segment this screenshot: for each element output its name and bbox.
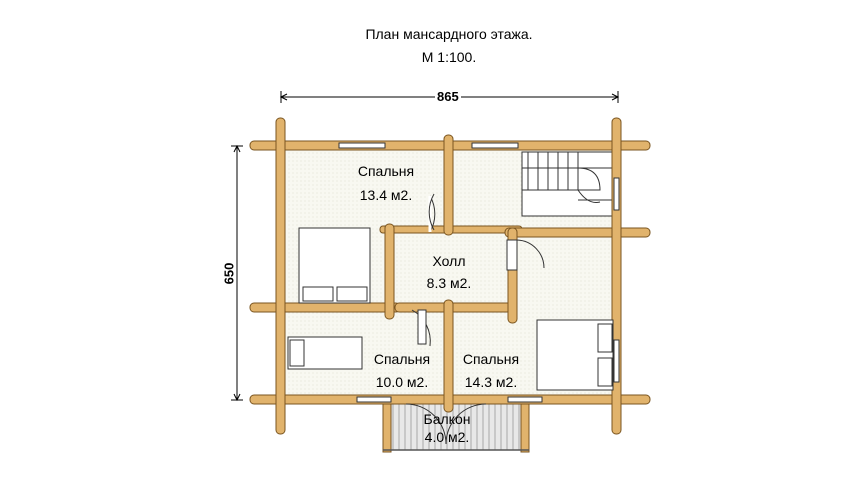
room-name: Спальня <box>357 163 415 179</box>
room-area: 14.3 м2. <box>464 374 518 390</box>
bed-bedroom-2 <box>287 336 363 370</box>
room-name: Спальня <box>462 351 520 367</box>
room-name: Балкон <box>423 411 471 427</box>
bed-bedroom-1 <box>298 227 371 304</box>
room-label-balcony: Балкон 4.0 м2. <box>424 411 471 445</box>
dimension-height: 650 <box>221 260 237 287</box>
bed-bedroom-3 <box>536 319 614 391</box>
balcony <box>382 401 530 453</box>
room-name: Холл <box>432 253 466 269</box>
door-swings <box>405 193 545 445</box>
room-name: Спальня <box>373 351 431 367</box>
room-label-bedroom-1: Спальня 13.4 м2. <box>358 162 414 204</box>
room-area: 4.0 м2. <box>424 429 470 445</box>
room-area: 8.3 м2. <box>426 275 472 291</box>
plan-scale: М 1:100. <box>421 49 477 65</box>
room-area: 13.4 м2. <box>359 187 413 203</box>
windows <box>338 142 620 403</box>
room-label-bedroom-2: Спальня 10.0 м2. <box>374 350 430 391</box>
dimension-width: 865 <box>435 89 461 104</box>
room-label-bedroom-3: Спальня 14.3 м2. <box>463 350 519 391</box>
room-area: 10.0 м2. <box>375 374 429 390</box>
plan-title: План мансардного этажа. <box>365 26 533 42</box>
room-label-hall: Холл 8.3 м2. <box>427 252 472 292</box>
staircase <box>521 151 613 217</box>
